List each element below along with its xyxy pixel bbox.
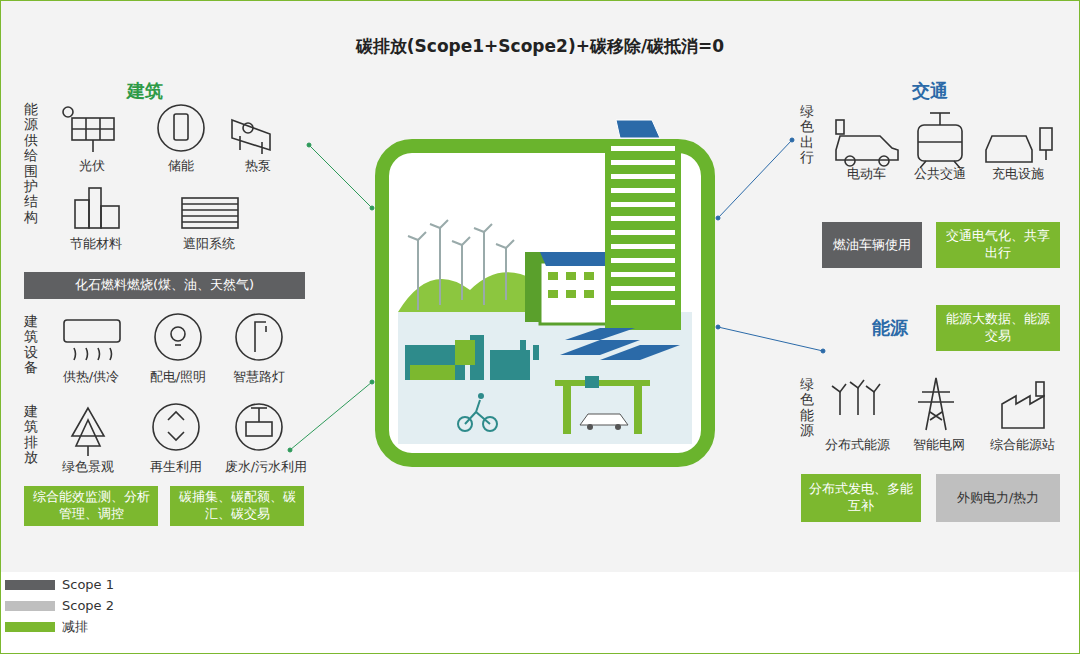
box-text: 化石燃料燃烧(煤、油、天然气) [75, 277, 254, 294]
icon-label: 废水/污水利用 [225, 459, 307, 475]
icon-label: 电动车 [847, 166, 886, 182]
icon-label: 公共交通 [914, 166, 966, 182]
icon-label: 光伏 [79, 158, 105, 174]
icon-label: 储能 [168, 158, 194, 174]
icon-label: 智能电网 [913, 437, 965, 453]
icon-label: 分布式能源 [825, 437, 890, 453]
window-stripe [611, 160, 675, 165]
section-heading: 建筑 [127, 80, 163, 102]
section-heading: 交通 [912, 80, 948, 102]
icon-label: 充电设施 [992, 166, 1044, 182]
legend-text: Scope 1 [62, 577, 114, 593]
icon-label: 再生利用 [150, 459, 202, 475]
legend-text: 减排 [62, 619, 88, 635]
icon-label: 配电/照明 [150, 369, 206, 385]
text-box: 交通电气化、共享出行 [936, 222, 1060, 268]
section-heading: 能源 [872, 317, 908, 339]
window-stripe [611, 244, 675, 249]
legend-swatch [5, 622, 55, 632]
icon-label: 供热/供冷 [63, 369, 119, 385]
icon-label: 节能材料 [70, 236, 122, 252]
box-text: 分布式发电、多能互补 [807, 481, 915, 515]
vertical-label: 绿色能源 [800, 377, 814, 439]
box-text: 能源大数据、能源交易 [942, 311, 1054, 345]
text-box: 化石燃料燃烧(煤、油、天然气) [24, 272, 305, 299]
text-box: 碳捕集、碳配额、碳汇、碳交易 [170, 486, 304, 526]
text-box: 综合能效监测、分析管理、调控 [24, 486, 158, 526]
box-text: 交通电气化、共享出行 [942, 228, 1054, 262]
icon-label: 热泵 [245, 158, 271, 174]
text-box: 燃油车辆使用 [822, 222, 922, 268]
window-stripe [611, 146, 675, 151]
box-text: 碳捕集、碳配额、碳汇、碳交易 [176, 489, 298, 523]
icon-label: 智慧路灯 [233, 369, 285, 385]
vertical-label: 能源供给围护结构 [24, 102, 38, 225]
icon-label: 绿色景观 [62, 459, 114, 475]
window-stripe [611, 258, 675, 263]
legend-swatch [5, 601, 55, 611]
text-box: 分布式发电、多能互补 [801, 474, 921, 522]
window-stripe [611, 272, 675, 277]
legend-swatch [5, 580, 55, 590]
diagram-title: 碳排放(Scope1+Scope2)+碳移除/碳抵消=0 [356, 36, 724, 56]
box-text: 外购电力/热力 [957, 490, 1039, 507]
text-box: 能源大数据、能源交易 [936, 305, 1060, 351]
window-stripe [611, 216, 675, 221]
icon-label: 综合能源站 [990, 437, 1055, 453]
vertical-label: 建筑排放 [24, 404, 38, 466]
window-stripe [611, 202, 675, 207]
vertical-label: 绿色出行 [800, 104, 814, 166]
box-text: 综合能效监测、分析管理、调控 [30, 489, 152, 523]
icon-label: 遮阳系统 [183, 236, 235, 252]
vertical-label: 建筑设备 [24, 314, 38, 376]
legend-text: Scope 2 [62, 598, 114, 614]
text-box: 外购电力/热力 [936, 474, 1060, 522]
window-stripe [611, 300, 675, 305]
window-stripe [611, 174, 675, 179]
window-stripe [611, 286, 675, 291]
window-stripe [611, 230, 675, 235]
window-stripe [611, 188, 675, 193]
box-text: 燃油车辆使用 [833, 237, 911, 254]
